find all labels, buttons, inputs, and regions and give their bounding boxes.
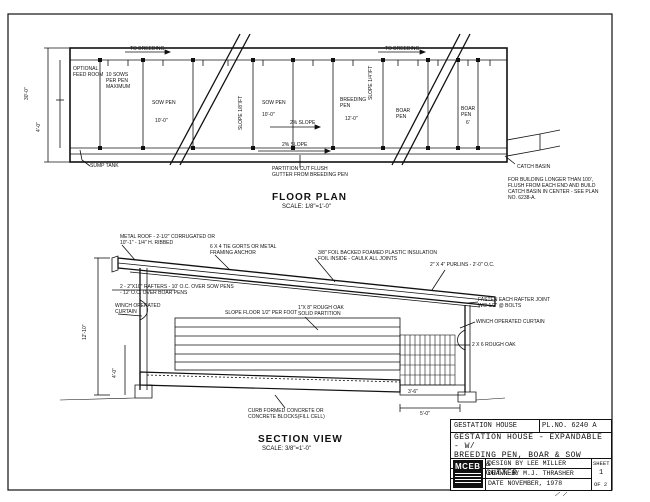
- purlins-label: 2" x 4" PURLINS - 2'-0" O.C.: [430, 262, 495, 268]
- rafters-label: 2 - 2"x10" RAFTERS - 10' O.C. OVER SOW P…: [120, 284, 234, 296]
- optional-feed-room-label: OPTIONAL FEED ROOM: [73, 66, 104, 78]
- section-view-title: SECTION VIEW: [258, 434, 343, 445]
- foil-insulation-label: 3/8" FOIL BACKED FOAMED PLASTIC INSULATI…: [318, 250, 438, 262]
- slope-2pct-a: 2% SLOPE: [290, 120, 316, 126]
- floor-plan-outline: [44, 33, 561, 168]
- sow-pen-label-1: SOW PEN: [152, 100, 176, 106]
- dim-4-vertical: 4'-0": [36, 122, 42, 132]
- to-breeding-right-label: TO BREEDING: [385, 46, 420, 52]
- date: DATE NOVEMBER, 1978: [488, 480, 563, 487]
- boar-pen-label-1: BOAR PEN: [396, 108, 411, 120]
- to-breeding-left-label: TO BREEDING: [130, 46, 165, 52]
- girts-label: 6 x 4 TIE GORTS OR METAL FRAMING ANCHOR: [210, 244, 277, 256]
- floor-plan-note: FOR BUILDING LONGER THAN 100', FLUSH FRO…: [508, 177, 599, 201]
- dim-10-a: 10'-0": [155, 118, 168, 124]
- dim-12-10: 12'-10": [82, 324, 88, 340]
- breeding-pen-label: BREEDING PEN: [340, 97, 367, 109]
- drawn-by: DRAWN BY M.J. THRASHER: [488, 470, 574, 477]
- sump-tank-label: SUMP TANK: [90, 163, 119, 169]
- slope-floor-label: SLOPE FLOOR 1/2" PER FOOT: [225, 310, 298, 316]
- dim-5-0: 5'-0": [420, 411, 430, 417]
- dim-3-6: 3'-6": [408, 389, 418, 395]
- slope-vertical-1: SLOPE 1/8"/FT: [238, 95, 244, 130]
- section-view-scale: SCALE: 3/8"=1'-0": [262, 446, 311, 452]
- boar-pen-label-2: BOAR PEN: [461, 106, 476, 118]
- mceb-logo: MCEB: [453, 460, 483, 488]
- sheet-number: 1: [599, 469, 604, 477]
- metal-roof-label: METAL ROOF - 2-1/2" CORRUGATED OR 10"-1"…: [120, 234, 216, 246]
- sheet-of: OF 2: [594, 481, 608, 488]
- title-block-plan-no: PL.NO. 6240 A: [542, 422, 597, 430]
- fasten-rafter-label: FASTEN EACH RAFTER JOINT W/2-1/2" @ BOLT…: [478, 297, 550, 309]
- floor-plan-title: FLOOR PLAN: [272, 192, 347, 203]
- dim-10-b: 10'-0": [262, 112, 275, 118]
- title-block: GESTATION HOUSE PL.NO. 6240 A GESTATION …: [450, 419, 612, 491]
- section-view-drawing: [59, 244, 506, 412]
- winch-curtain-right-label: WINCH OPERATED CURTAIN: [476, 319, 545, 325]
- partition-label: PARTITION CUT FLUSH GUTTER FROM BREEDING…: [272, 166, 348, 178]
- slope-vertical-2: SLOPE 1/4"/FT: [368, 65, 374, 100]
- floor-plan-scale: SCALE: 1/8"=1'-0": [282, 204, 331, 210]
- rough-oak-partition-label: 1"x 8" ROUGH OAK SOLID PARTITION: [298, 305, 344, 317]
- sheet-border: [7, 13, 613, 491]
- rough-oak-2x6-label: 2 x 6 ROUGH OAK: [472, 342, 516, 348]
- dim-6: 6': [466, 120, 470, 126]
- catch-basin-label: CATCH BASIN: [517, 164, 551, 170]
- designed-by: DESIGN BY LEE MILLER: [488, 460, 567, 467]
- dim-4-0: 4'-0": [112, 368, 118, 378]
- winch-curtain-left-label: WINCH OPERATED CURTAIN: [115, 303, 161, 315]
- curb-label: CURB FORMED CONCRETE OR CONCRETE BLOCKS(…: [248, 408, 325, 420]
- sheet-label: SHEET: [593, 460, 610, 467]
- sow-pen-label-2: SOW PEN: [262, 100, 286, 106]
- dim-30-vertical: 30'-0": [24, 87, 30, 100]
- title-block-name: GESTATION HOUSE: [454, 422, 518, 430]
- sows-per-pen-label: 10 SOWS PER PEN MAXIMUM: [106, 72, 131, 90]
- slope-2pct-b: 2% SLOPE: [282, 142, 308, 148]
- dim-12: 12'-0": [345, 116, 358, 122]
